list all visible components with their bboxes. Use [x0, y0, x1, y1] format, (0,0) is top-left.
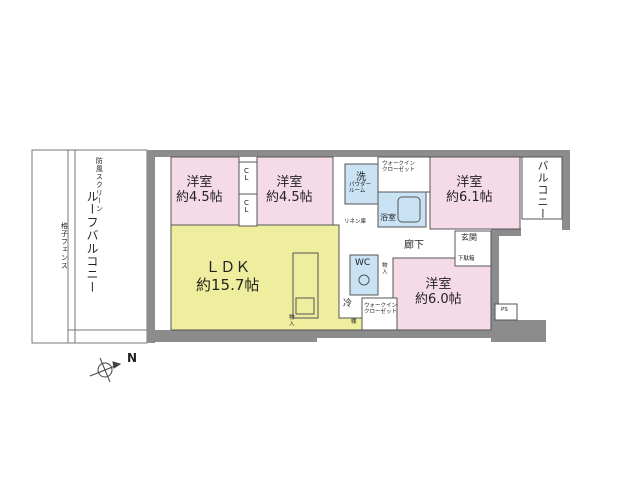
- ps-area: [494, 303, 518, 321]
- western-room-2-label: 洋室 約4.5帖: [266, 175, 313, 205]
- rooms: [170, 156, 563, 331]
- entrance-label: 玄関: [461, 233, 477, 242]
- balcony-label: バルコニー: [536, 160, 549, 220]
- roof-balcony-label: ルーフバルコニー: [85, 190, 99, 294]
- walk-in-closet-2-label: ウォークイン クローゼット: [364, 303, 398, 315]
- cl-1-label: C L: [244, 167, 249, 183]
- western-room-3-label: 洋室 約6.1帖: [446, 175, 493, 205]
- bathroom-label: 浴室: [380, 213, 396, 222]
- windscreen-label: 防風スクリーン: [95, 157, 104, 213]
- western-room-1-area: [170, 156, 240, 226]
- ldk-label: ＬＤＫ 約15.7帖: [196, 258, 260, 294]
- linen-label: リネン庫: [344, 219, 367, 225]
- washroom-area: [344, 163, 379, 205]
- wc-label: WC: [355, 258, 371, 268]
- cl-2-label: C L: [244, 199, 249, 215]
- bathtub-icon: [397, 196, 421, 223]
- washroom-label: 洗: [356, 172, 366, 183]
- corridor-label: 廊下: [404, 240, 424, 251]
- compass-north-label: N: [127, 351, 138, 365]
- western-room-4-area: [392, 257, 492, 331]
- balcony-area: [521, 156, 563, 220]
- storage-1-label: 物入: [380, 262, 387, 275]
- western-room-2-area: [256, 156, 334, 232]
- western-room-3-area: [429, 156, 521, 230]
- stove: [295, 297, 315, 315]
- storage-2-label: 物入: [287, 314, 294, 327]
- ps-label: PS: [501, 307, 508, 313]
- entrance-area: [454, 230, 492, 267]
- kitchen-counter: [292, 252, 319, 319]
- lattice-fence-label: 格子フェンス: [60, 222, 69, 270]
- outer-walls: [147, 150, 570, 343]
- cl-2: [238, 193, 258, 227]
- walk-in-closet-1-area: [377, 156, 431, 193]
- western-room-4-label: 洋室 約6.0帖: [415, 277, 462, 307]
- walk-in-closet-1-label: ウォークイン クローゼット: [382, 161, 416, 173]
- compass-icon: [89, 357, 122, 383]
- shoe-box-label: 下駄箱: [458, 256, 475, 262]
- fridge-label: 冷: [343, 299, 353, 309]
- walk-in-closet-2-area: [361, 297, 398, 331]
- shelf-label: 棚: [351, 319, 357, 325]
- western-room-1-label: 洋室 約4.5帖: [176, 175, 223, 205]
- toilet-icon: [358, 274, 370, 286]
- powder-room-label: パウダー ルーム: [349, 182, 372, 194]
